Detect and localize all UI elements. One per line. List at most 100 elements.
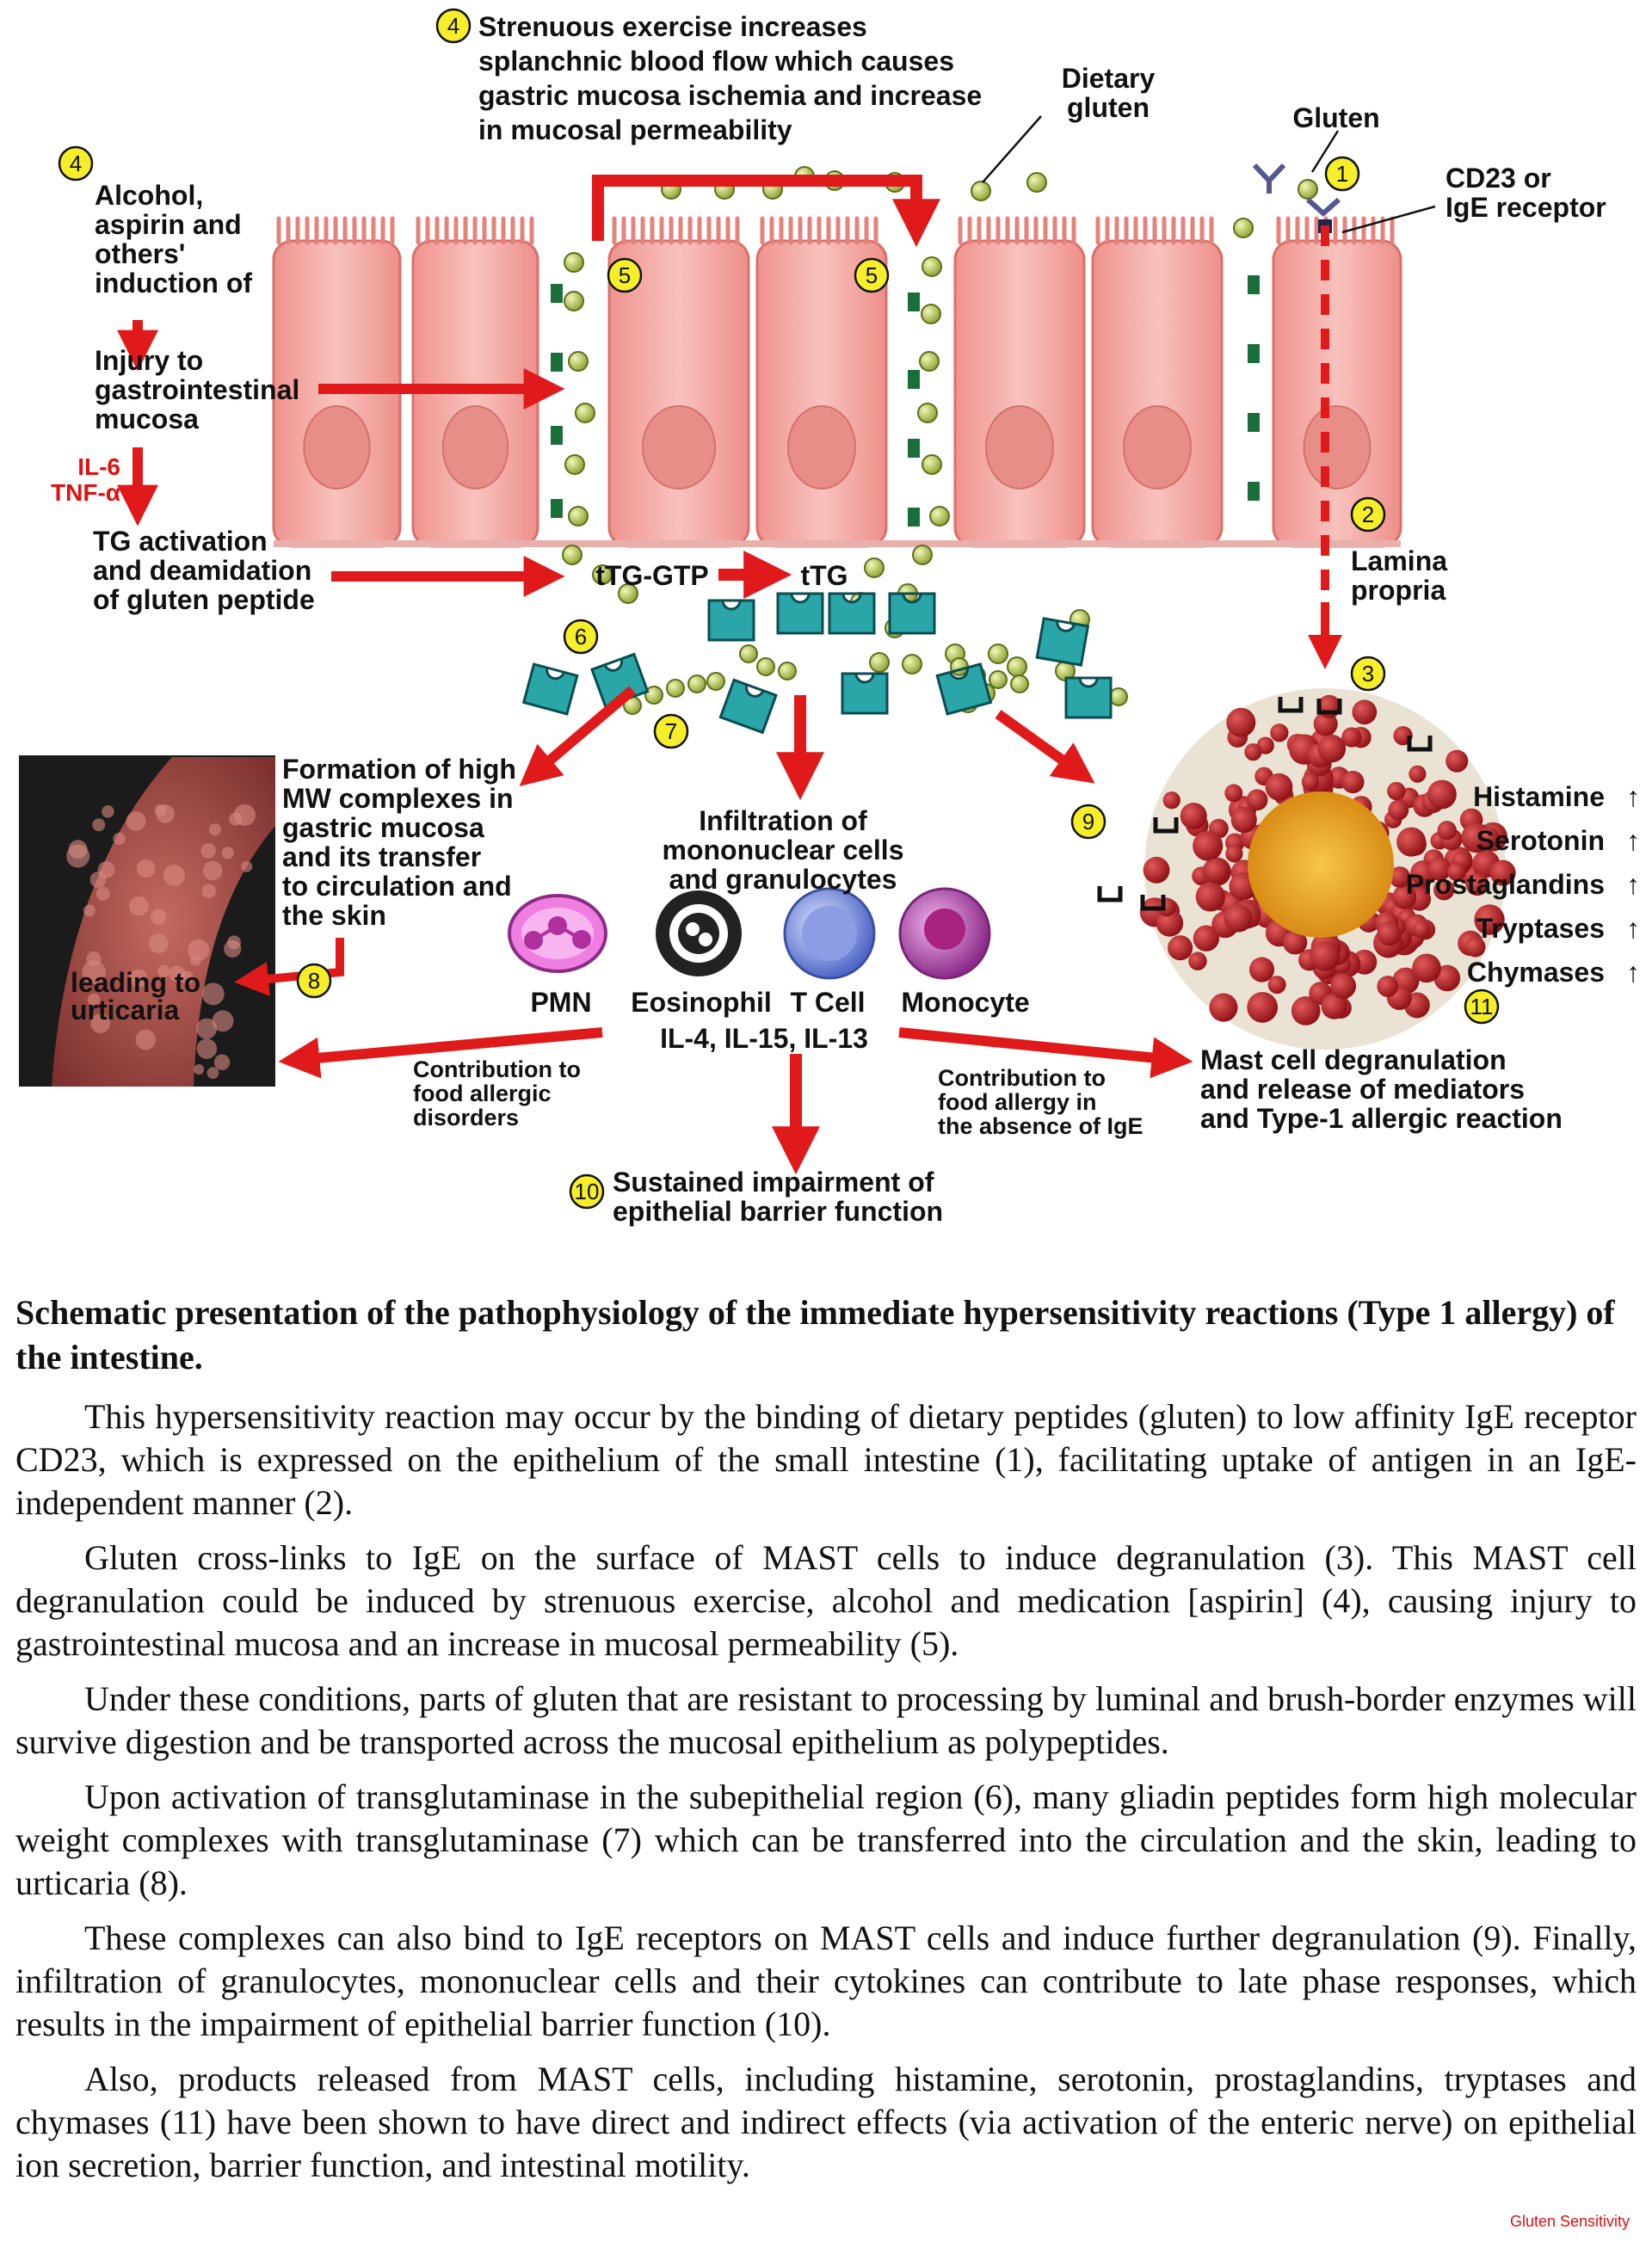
svg-text:9: 9: [1082, 809, 1094, 835]
urticaria-spot: [150, 908, 166, 925]
pointer-lines: [982, 115, 1436, 234]
urticaria-spot: [66, 844, 90, 868]
gluten-particle: [1007, 656, 1027, 677]
svg-text:5: 5: [619, 262, 631, 288]
gluten-particle: [919, 351, 940, 372]
granule: [1310, 941, 1341, 971]
ttg-shape: [1035, 617, 1090, 667]
junction-marker: [1248, 413, 1260, 432]
red-arrows: [117, 175, 1342, 1175]
junction-marker: [1248, 275, 1260, 294]
granule: [1330, 973, 1357, 1000]
junction-marker: [908, 508, 920, 527]
urticaria-spot: [212, 1010, 234, 1032]
junction-marker: [551, 499, 563, 518]
ttg-shape: [935, 662, 993, 716]
granule: [1193, 925, 1220, 952]
svg-text:4: 4: [70, 151, 82, 176]
gluten-particle: [644, 686, 663, 705]
gluten-particle: [687, 674, 706, 693]
monocyte-cell-icon: [898, 887, 991, 980]
epithelial-cell: [755, 216, 888, 548]
step-badge-6: 6: [563, 619, 599, 655]
granule: [1389, 866, 1411, 888]
granule: [1321, 993, 1347, 1019]
mediator-histamine: Histamine: [1473, 781, 1605, 812]
granule: [1352, 699, 1378, 725]
ttg-shape: [828, 592, 876, 635]
step-badge-1: 1: [1324, 156, 1360, 192]
gluten-particle: [706, 672, 725, 691]
ttg-gtp-label: tTG-GTP: [595, 560, 709, 591]
gluten-particle: [988, 644, 1008, 664]
gluten-particle: [864, 557, 885, 578]
ige-receptor: [1407, 736, 1433, 752]
gluten-label: Gluten: [1292, 102, 1379, 133]
urticaria-spot: [129, 896, 149, 916]
mediator-tryptases: Tryptases: [1476, 913, 1605, 944]
step-badge-11: 11: [1464, 989, 1500, 1025]
ttg-shape: [707, 599, 755, 642]
granule: [1248, 957, 1275, 982]
step-badge-3: 3: [1350, 656, 1386, 692]
svg-text:8: 8: [308, 968, 320, 994]
step-badge-9: 9: [1070, 804, 1106, 840]
caption-paragraph-6: Also, products released from MAST cells,…: [15, 2060, 1637, 2184]
caption-paragraph-2: Gluten cross-links to IgE on the surface…: [15, 1538, 1637, 1663]
gluten-particle: [922, 454, 942, 475]
gluten-particle: [778, 662, 797, 681]
gluten-particle: [950, 657, 969, 676]
caption-paragraph-3: Under these conditions, parts of gluten …: [15, 1679, 1637, 1761]
granule: [1464, 936, 1486, 958]
junction-marker: [1248, 344, 1260, 363]
pmn-label: PMN: [530, 987, 591, 1018]
gluten-particle: [592, 564, 613, 585]
granule: [1246, 789, 1268, 811]
ige-receptor: [1316, 699, 1342, 715]
granule: [1317, 734, 1347, 763]
gluten-particle: [929, 506, 950, 527]
epithelial-cell: [1272, 216, 1402, 548]
gluten-particle: [1233, 218, 1254, 238]
urticaria-spot: [201, 884, 217, 899]
caption: Schematic presentation of the pathophysi…: [15, 1290, 1637, 2199]
urticaria-spot: [213, 1054, 231, 1071]
urticaria-spot: [87, 993, 101, 1007]
gluten-particle: [1298, 179, 1318, 200]
up-arrow-icon: ↑: [1626, 913, 1640, 944]
eosinophil-cell-icon: [656, 890, 742, 976]
junction-marker: [551, 426, 563, 445]
granule: [1388, 799, 1409, 821]
junction-marker: [551, 284, 563, 303]
svg-text:4: 4: [447, 13, 459, 39]
gluten-particle: [564, 252, 584, 273]
urticaria-spot: [196, 1018, 218, 1039]
gluten-particle: [1109, 687, 1128, 706]
gluten-particle: [618, 583, 638, 604]
granule: [1188, 952, 1207, 970]
epithelial-cell: [1091, 216, 1224, 548]
eosinophil-label: Eosinophil: [631, 987, 772, 1018]
granule: [1489, 859, 1516, 886]
urticaria-spot: [221, 847, 234, 859]
granule: [1474, 904, 1505, 935]
granule: [1156, 909, 1184, 937]
granule: [1209, 993, 1238, 1022]
footer-tag: Gluten Sensitivity: [1509, 2213, 1630, 2230]
ttg-shape: [1064, 676, 1113, 719]
urticaria-spot: [224, 939, 242, 958]
urticaria-spot: [169, 965, 186, 982]
granule: [1226, 707, 1256, 737]
gluten-particle: [564, 454, 585, 475]
urticaria-spot: [148, 933, 169, 954]
t-cell-icon: [783, 887, 876, 980]
gluten-particle: [922, 256, 942, 277]
